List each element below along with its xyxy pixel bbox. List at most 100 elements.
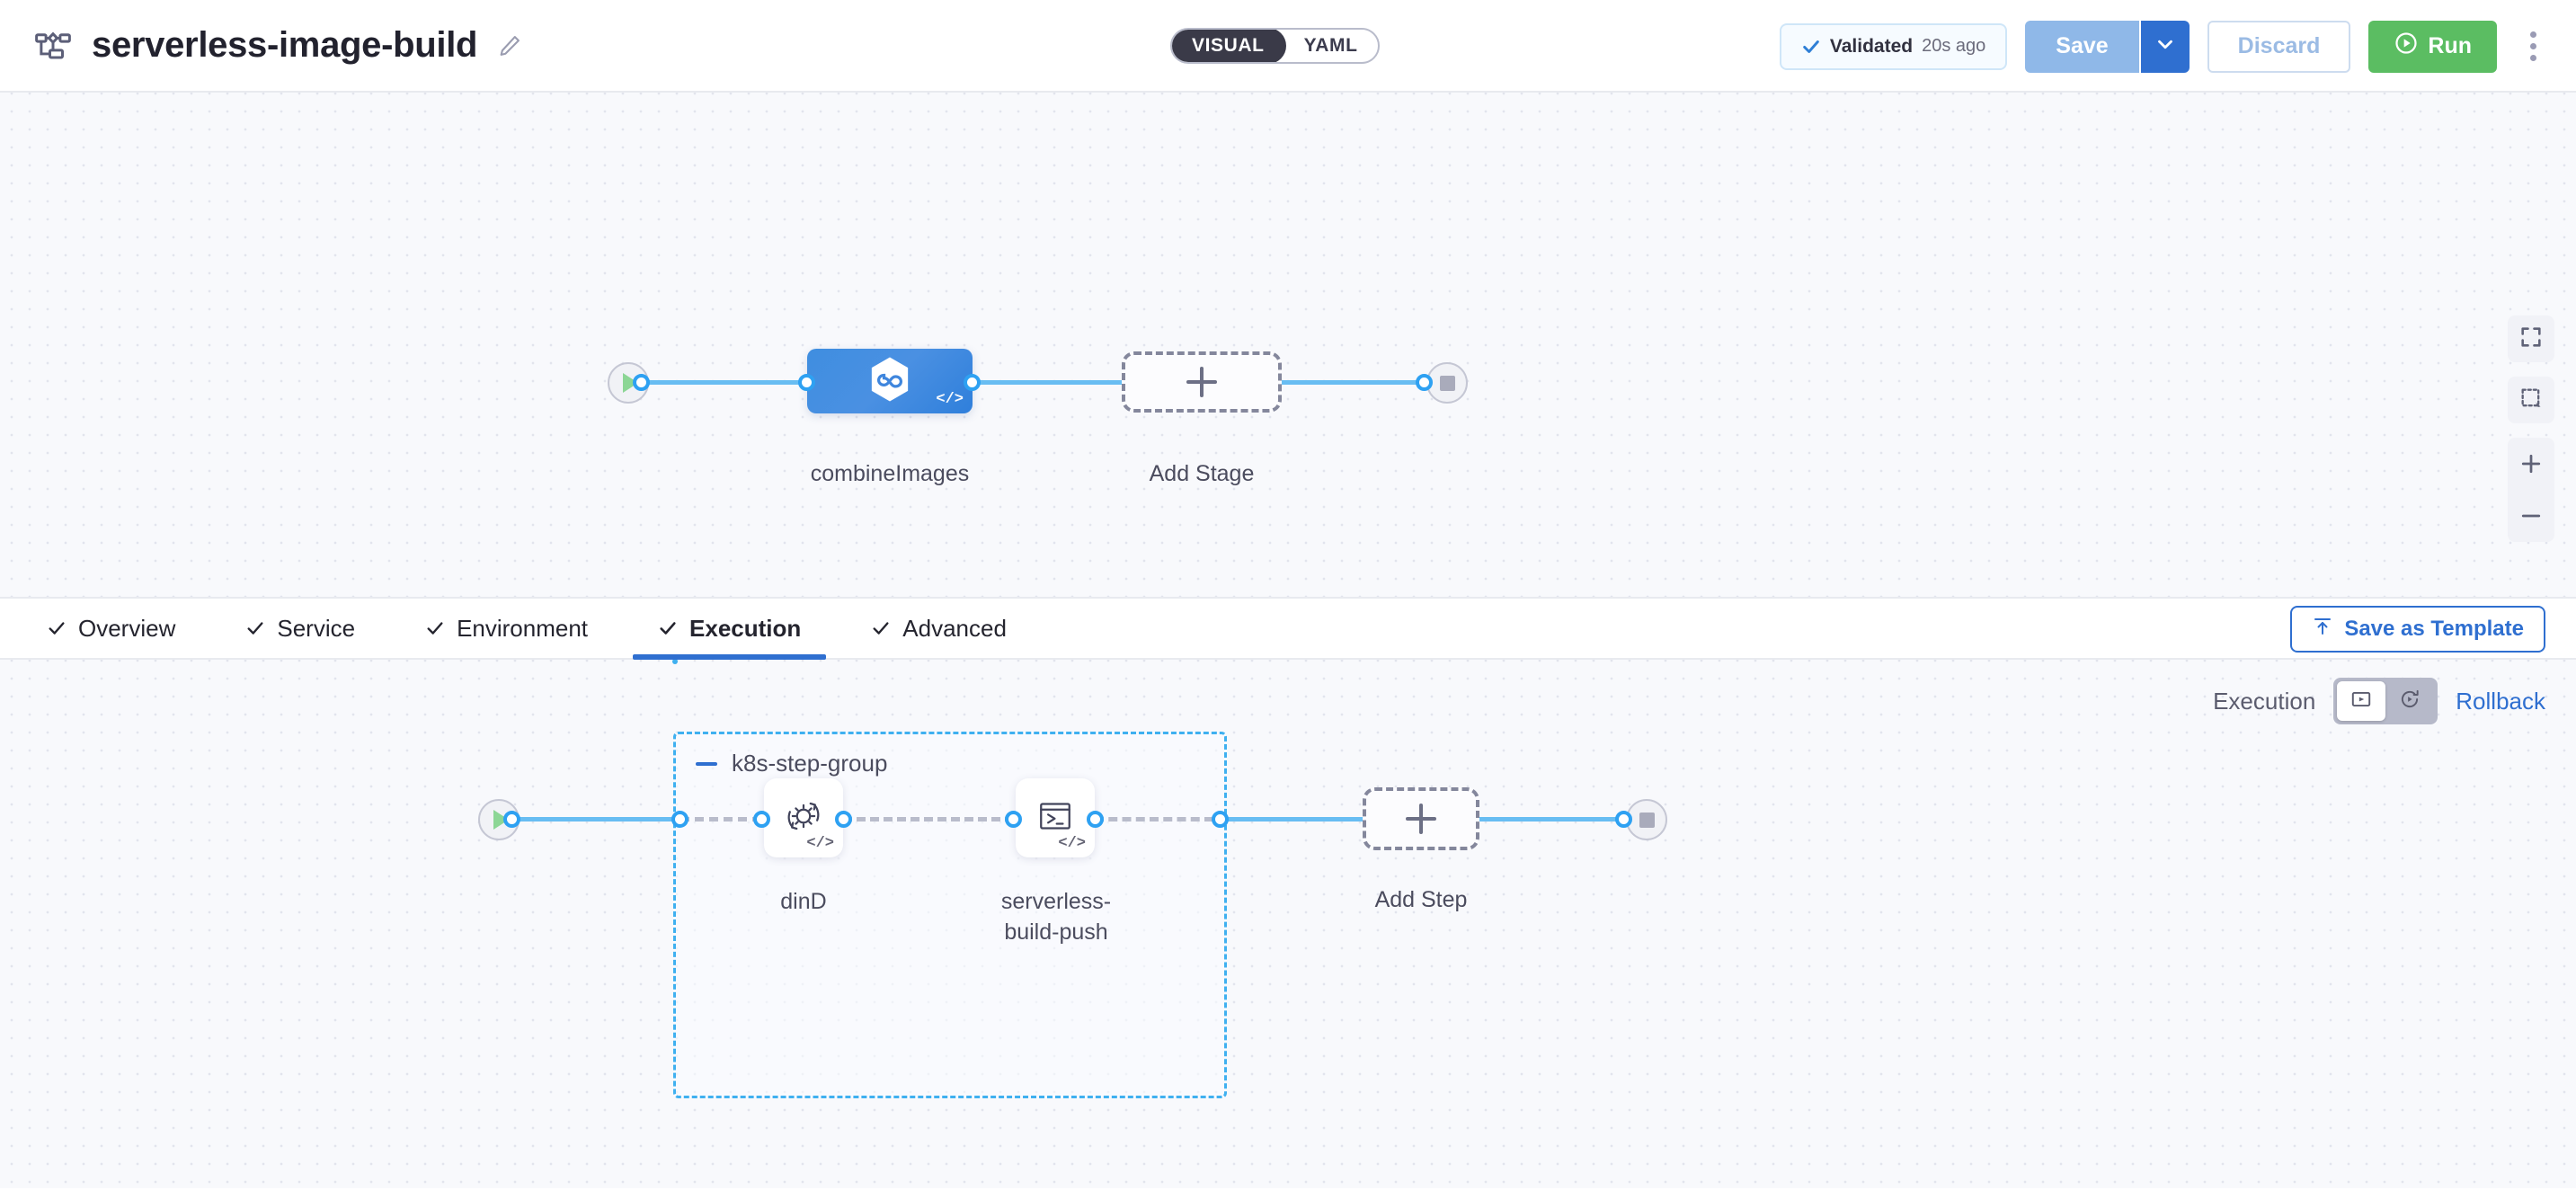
discard-button[interactable]: Discard: [2207, 21, 2351, 73]
execution-mode-button[interactable]: [2337, 681, 2385, 721]
tab-service[interactable]: Service: [220, 599, 380, 658]
step-group-header: k8s-step-group: [696, 750, 887, 777]
serverless-input-port[interactable]: [1005, 811, 1022, 828]
step-label-dind: dinD: [732, 886, 875, 917]
check-icon: [425, 618, 445, 638]
code-badge: </>: [806, 835, 834, 852]
tab-label: Advanced: [902, 615, 1007, 643]
check-icon: [871, 618, 891, 638]
page-title: serverless-image-build: [92, 25, 477, 66]
stage-input-port[interactable]: [798, 374, 815, 391]
stage-output-port[interactable]: [964, 374, 981, 391]
zoom-out-button[interactable]: [2508, 490, 2554, 542]
mode-visual-button[interactable]: VISUAL: [1170, 28, 1286, 64]
view-mode-toggle[interactable]: VISUAL YAML: [1170, 28, 1380, 64]
save-as-template-button[interactable]: Save as Template: [2290, 606, 2545, 653]
tab-advanced[interactable]: Advanced: [846, 599, 1032, 658]
add-stage-button[interactable]: [1122, 351, 1282, 413]
execution-step-canvas[interactable]: Execution Rol: [0, 660, 2576, 1188]
ci-build-hexagon-icon: [862, 351, 918, 412]
check-icon: [658, 618, 678, 638]
pipeline-title-zone: serverless-image-build: [0, 25, 522, 66]
tab-execution[interactable]: Execution: [633, 599, 826, 658]
connector-group-to-dind: [680, 817, 761, 821]
add-step-button[interactable]: [1363, 787, 1479, 850]
minus-collapse-icon[interactable]: [696, 762, 717, 766]
connector-serverless-to-groupout: [1095, 817, 1213, 821]
kebab-dot: [2530, 55, 2536, 61]
code-badge: </>: [1058, 835, 1086, 852]
play-in-box-icon: [2349, 688, 2373, 715]
zoom-controls: [2508, 438, 2554, 542]
serverless-output-port[interactable]: [1087, 811, 1104, 828]
selection-box-icon: [2518, 386, 2544, 415]
check-icon: [245, 618, 265, 638]
tab-environment[interactable]: Environment: [400, 599, 613, 658]
code-badge: </>: [936, 391, 964, 408]
pipeline-flow-icon: [34, 27, 72, 65]
execution-rollback-switch: Execution Rol: [2213, 678, 2545, 724]
kebab-dot: [2530, 31, 2536, 38]
stage-label-combineimages: combineImages: [753, 458, 1026, 489]
selection-box-button[interactable]: [2508, 377, 2554, 423]
step-label-line2: build-push: [1004, 919, 1107, 945]
check-icon: [47, 618, 67, 638]
run-label: Run: [2428, 33, 2472, 59]
fit-screen-icon: [2518, 324, 2544, 354]
exec-end-input-port[interactable]: [1615, 811, 1632, 828]
connector-addstage-to-end: [1282, 380, 1424, 385]
add-step-label: Add Step: [1336, 884, 1506, 915]
execution-label: Execution: [2213, 688, 2315, 715]
save-dropdown-button[interactable]: [2139, 21, 2190, 73]
dind-output-port[interactable]: [835, 811, 852, 828]
dind-input-port[interactable]: [753, 811, 770, 828]
start-output-port[interactable]: [633, 374, 650, 391]
step-card-serverless-build-push[interactable]: </>: [1016, 778, 1095, 857]
connector-stage-to-addstage: [973, 380, 1122, 385]
top-toolbar: serverless-image-build VISUAL YAML Valid…: [0, 0, 2576, 93]
kebab-dot: [2530, 43, 2536, 49]
template-upload-icon: [2312, 616, 2333, 644]
top-actions: Validated 20s ago Save Discard Run: [1780, 0, 2551, 93]
connector-dind-to-serverless: [843, 817, 1014, 821]
rollback-mode-button[interactable]: [2385, 681, 2434, 721]
end-input-port[interactable]: [1416, 374, 1433, 391]
pencil-edit-icon[interactable]: [497, 33, 522, 58]
validated-time: 20s ago: [1922, 36, 1985, 57]
kebab-menu-icon[interactable]: [2515, 24, 2551, 68]
tab-label: Overview: [78, 615, 175, 643]
add-stage-label: Add Stage: [1067, 458, 1337, 489]
chevron-down-icon: [2154, 32, 2177, 60]
stop-icon: [1639, 813, 1655, 828]
group-input-port[interactable]: [671, 811, 688, 828]
connector-addstep-to-end: [1479, 817, 1623, 821]
rollback-icon: [2398, 688, 2421, 715]
step-group-title: k8s-step-group: [732, 750, 887, 777]
zoom-in-button[interactable]: [2508, 438, 2554, 490]
check-icon: [1801, 37, 1821, 57]
validated-label: Validated: [1830, 36, 1913, 58]
connector-group-to-addstep: [1221, 817, 1363, 821]
fit-to-screen-button[interactable]: [2508, 315, 2554, 362]
save-button-group: Save: [2025, 21, 2189, 73]
step-card-dind[interactable]: </>: [764, 778, 843, 857]
group-output-port[interactable]: [1212, 811, 1229, 828]
execution-mode-toggle[interactable]: [2333, 678, 2438, 724]
tab-overview[interactable]: Overview: [22, 599, 200, 658]
mode-yaml-button[interactable]: YAML: [1284, 30, 1378, 62]
play-circle-icon: [2394, 31, 2419, 62]
exec-start-output-port[interactable]: [503, 811, 520, 828]
save-button[interactable]: Save: [2025, 21, 2138, 73]
stop-icon: [1440, 376, 1455, 391]
stage-tab-bar: Overview Service Environment Execution A…: [0, 599, 2576, 660]
rollback-label[interactable]: Rollback: [2456, 688, 2545, 715]
tab-label: Service: [277, 615, 355, 643]
connector-start-to-stage: [640, 380, 806, 385]
tab-label: Environment: [457, 615, 588, 643]
step-label-line1: serverless-: [1001, 889, 1111, 914]
run-button[interactable]: Run: [2368, 21, 2497, 73]
step-label-serverless-build-push: serverless- build-push: [980, 886, 1133, 947]
pipeline-stage-canvas[interactable]: </> combineImages Add Stage: [0, 93, 2576, 599]
stage-node-combineimages[interactable]: </>: [807, 349, 973, 413]
connector-start-to-group: [511, 817, 680, 821]
